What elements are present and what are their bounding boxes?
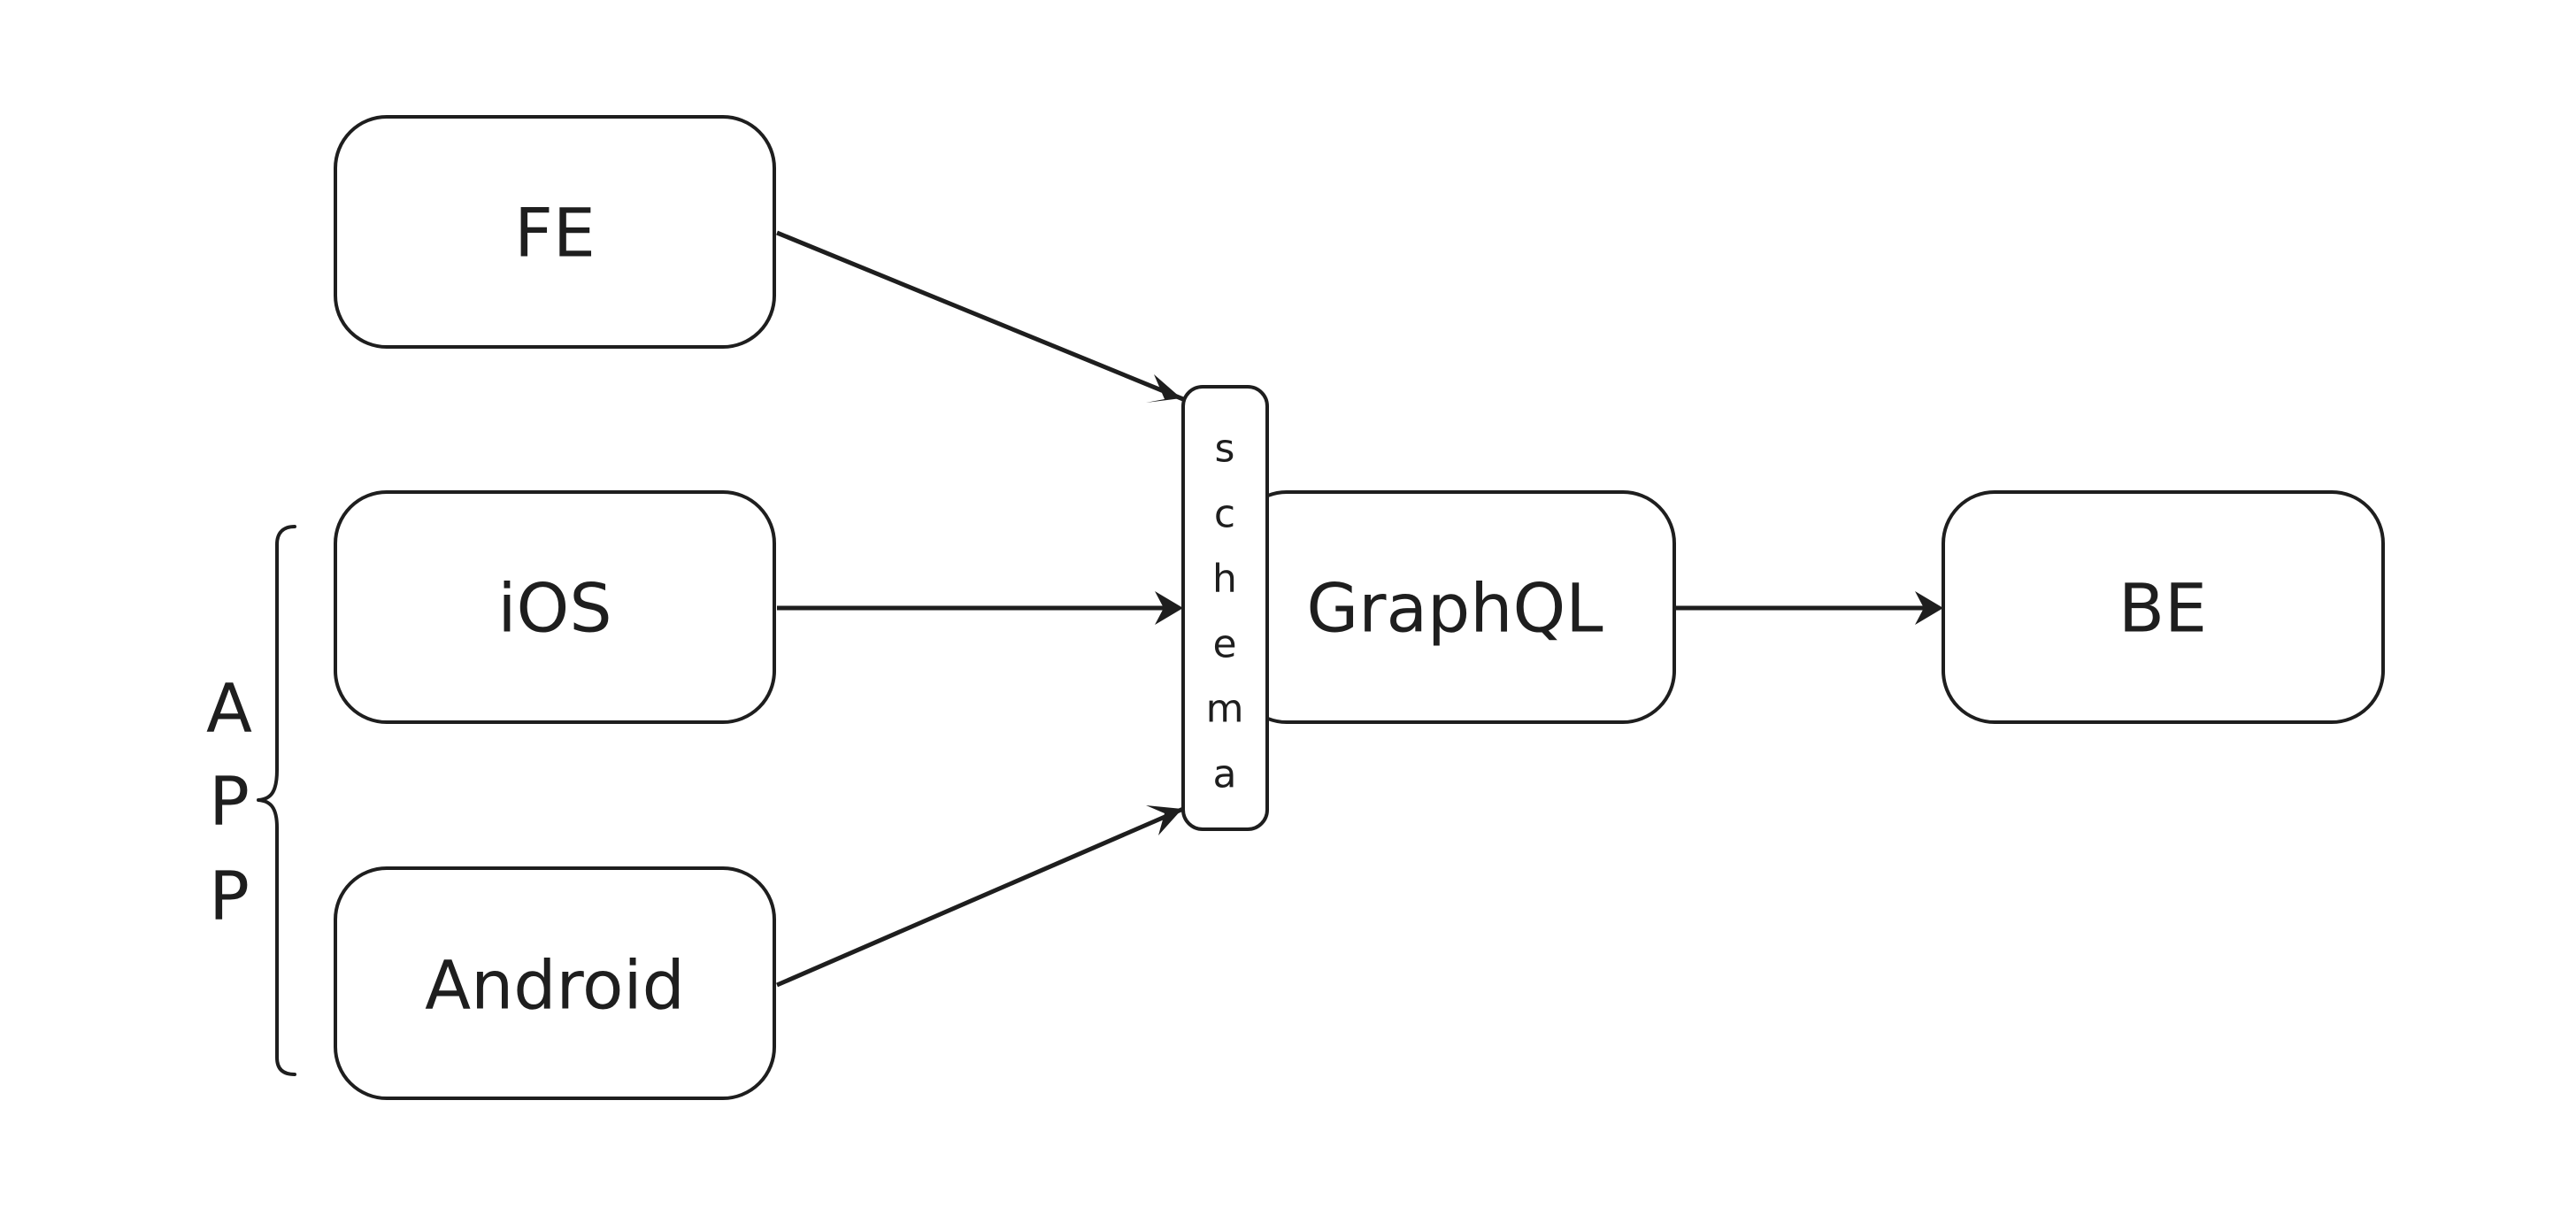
node-be-box bbox=[1942, 490, 2385, 724]
arrowhead-icon bbox=[1155, 591, 1183, 625]
app-letter: P bbox=[209, 762, 250, 841]
schema-letter: s bbox=[1215, 427, 1235, 472]
arrowhead-icon bbox=[1915, 591, 1943, 625]
arrowhead-icon bbox=[1146, 374, 1181, 403]
app-letter: A bbox=[206, 669, 252, 748]
node-graphql[interactable]: GraphQL bbox=[1234, 490, 1676, 724]
node-fe-box bbox=[334, 115, 776, 349]
node-fe[interactable]: FE bbox=[334, 115, 776, 349]
schema-letter: e bbox=[1212, 622, 1236, 667]
node-android[interactable]: Android bbox=[334, 866, 776, 1100]
node-ios[interactable]: iOS bbox=[334, 490, 776, 724]
app-group: A P P bbox=[206, 525, 296, 1076]
curly-brace-icon bbox=[257, 525, 296, 1076]
schema-letter: c bbox=[1214, 492, 1235, 537]
node-graphql-label: GraphQL bbox=[1306, 569, 1603, 648]
node-ios-box bbox=[334, 490, 776, 724]
node-android-box bbox=[334, 866, 776, 1100]
schema-letter: m bbox=[1206, 687, 1244, 732]
edges bbox=[776, 230, 1943, 988]
node-ios-label: iOS bbox=[497, 569, 611, 648]
node-fe-label: FE bbox=[514, 194, 596, 273]
arrowhead-icon bbox=[1146, 805, 1182, 835]
node-schema[interactable]: s c h e m a bbox=[1181, 385, 1269, 831]
edge-android-to-schema bbox=[776, 806, 1184, 988]
node-be-label: BE bbox=[2118, 569, 2207, 648]
schema-letter: h bbox=[1212, 557, 1237, 602]
node-android-label: Android bbox=[425, 946, 685, 1025]
node-be[interactable]: BE bbox=[1942, 490, 2385, 724]
app-letter: P bbox=[209, 857, 250, 935]
edge-fe-to-schema bbox=[776, 230, 1184, 402]
schema-letter: a bbox=[1213, 752, 1237, 797]
